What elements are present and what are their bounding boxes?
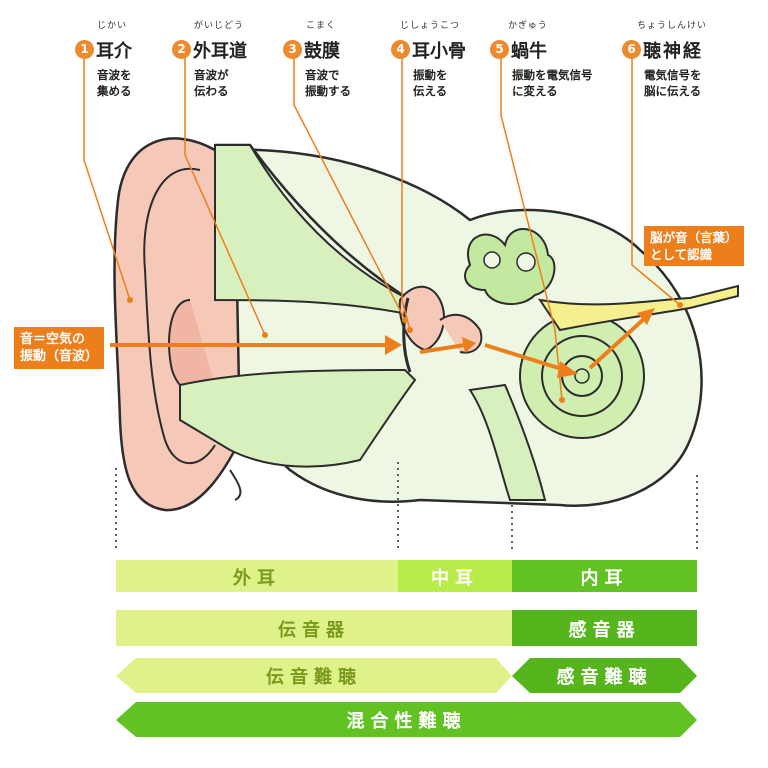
label-3-ruby: こまく: [306, 21, 337, 31]
sound-arrowhead-3: [557, 361, 578, 378]
label-1-desc-line1: 音波を: [97, 68, 132, 82]
mixed-hearing-loss-label: 混合性難聴: [346, 711, 467, 732]
leader-dot-3: [402, 317, 408, 323]
sound-arrow-3: [484, 343, 566, 372]
leader-2: [184, 58, 266, 336]
bar-mixed-loss-bg: [116, 702, 697, 737]
brain-line2: として認識: [650, 247, 713, 262]
label-1-title: 耳介: [96, 41, 132, 62]
auricle-fold: [143, 167, 216, 465]
label-4-ruby: じしょうこつ: [400, 21, 461, 31]
label-4-number: 4: [391, 40, 410, 59]
sound-arrow-4: [588, 316, 647, 370]
label-5-number: 5: [490, 40, 509, 59]
leader-dot-2: [262, 332, 268, 338]
ear-lobe-line: [229, 469, 242, 501]
section-outer-ear: 外耳: [233, 568, 281, 589]
sound-input-callout: 音＝空気の 振動（音波）: [14, 327, 105, 369]
section-middle-ear: 中耳: [431, 568, 479, 589]
canal-upper-wall: [215, 143, 411, 302]
bar-conductive-loss-bg: [116, 658, 512, 693]
eustachian-tube: [468, 383, 547, 501]
label-3-number: 3: [283, 40, 302, 59]
label-1-desc: 音波を 集める: [97, 67, 132, 99]
label-5-ruby: かぎゅう: [508, 21, 548, 31]
label-3-title: 鼓膜: [304, 41, 340, 62]
sound-arrowhead-2: [462, 337, 476, 353]
label-5-desc: 振動を電気信号 に変える: [512, 67, 593, 99]
label-5-desc-line2: に変える: [512, 84, 558, 98]
leader-1: [83, 58, 131, 301]
leader-dot-4: [407, 327, 413, 333]
bar-sensorineural-loss-bg: [512, 658, 697, 693]
conductive-organ-label: 伝音器: [278, 620, 350, 641]
sound-arrowhead-1: [385, 335, 402, 355]
label-2-ruby: がいじどう: [194, 21, 245, 31]
label-6-desc: 電気信号を 脳に伝える: [644, 67, 702, 99]
sound-arrow-2: [419, 343, 466, 354]
label-6-number: 6: [622, 40, 641, 59]
label-2-desc: 音波が 伝わる: [194, 67, 229, 99]
label-2-number: 2: [172, 40, 191, 59]
leader-6: [631, 58, 681, 306]
label-6-desc-line2: 脳に伝える: [644, 84, 702, 98]
conductive-hearing-loss-label: 伝音難聴: [266, 667, 362, 688]
label-4-desc-line1: 振動を: [413, 68, 448, 82]
eardrum: [402, 297, 412, 373]
label-4-desc: 振動を 伝える: [413, 67, 448, 99]
label-1-desc-line2: 集める: [97, 84, 132, 98]
leader-dot-1: [127, 297, 133, 303]
label-5-title: 蝸牛: [511, 41, 547, 62]
sound-input-line1: 音＝空気の: [20, 332, 86, 347]
leader-5: [500, 58, 563, 401]
label-2-title: 外耳道: [193, 41, 247, 62]
label-6-desc-line1: 電気信号を: [644, 68, 702, 82]
label-4-desc-line2: 伝える: [413, 84, 448, 98]
label-4-title: 耳小骨: [412, 41, 466, 62]
label-6-title: 聴神経: [643, 41, 703, 62]
label-1-ruby: じかい: [97, 21, 128, 31]
label-6-ruby: ちょうしんけい: [637, 21, 708, 31]
cochlea-outer: [519, 313, 645, 439]
label-1-number: 1: [75, 40, 94, 59]
leader-dot-5: [559, 397, 565, 403]
bar-inner-bg: [512, 560, 697, 592]
semicircular-hole-2: [516, 252, 536, 272]
label-3-desc-line2: 振動する: [305, 84, 351, 98]
bar-sensory-organ-bg: [512, 610, 697, 646]
bar-middle-bg: [398, 560, 512, 592]
leader-dot-6: [677, 302, 683, 308]
section-inner-ear: 内耳: [580, 568, 629, 589]
sensorineural-hearing-loss-label: 感音難聴: [556, 667, 653, 688]
semicircular-canals: [464, 228, 556, 306]
label-2-desc-line1: 音波が: [194, 68, 229, 82]
bar-conductive-organ-bg: [116, 610, 512, 646]
ossicles: [398, 285, 445, 352]
label-3-desc: 音波で 振動する: [305, 67, 351, 99]
canal-tissue-lower: [179, 368, 417, 468]
label-3-desc-line1: 音波で: [305, 68, 340, 82]
brain-line1: 脳が音（言葉）: [650, 230, 738, 245]
leader-3: [293, 58, 406, 321]
label-5-desc-line1: 振動を電気信号: [512, 68, 593, 82]
cochlea-center: [574, 368, 590, 384]
sound-arrowhead-4: [637, 308, 655, 325]
cochlea-mid: [541, 335, 623, 417]
sound-input-line2: 振動（音波）: [20, 349, 99, 364]
sensory-organ-label: 感音器: [568, 620, 641, 641]
brain-callout: 脳が音（言葉） として認識: [644, 226, 744, 266]
bar-outer-bg: [116, 560, 398, 592]
label-2-desc-line2: 伝わる: [194, 84, 229, 98]
auditory-nerve: [537, 284, 739, 332]
semicircular-hole-1: [483, 251, 501, 269]
